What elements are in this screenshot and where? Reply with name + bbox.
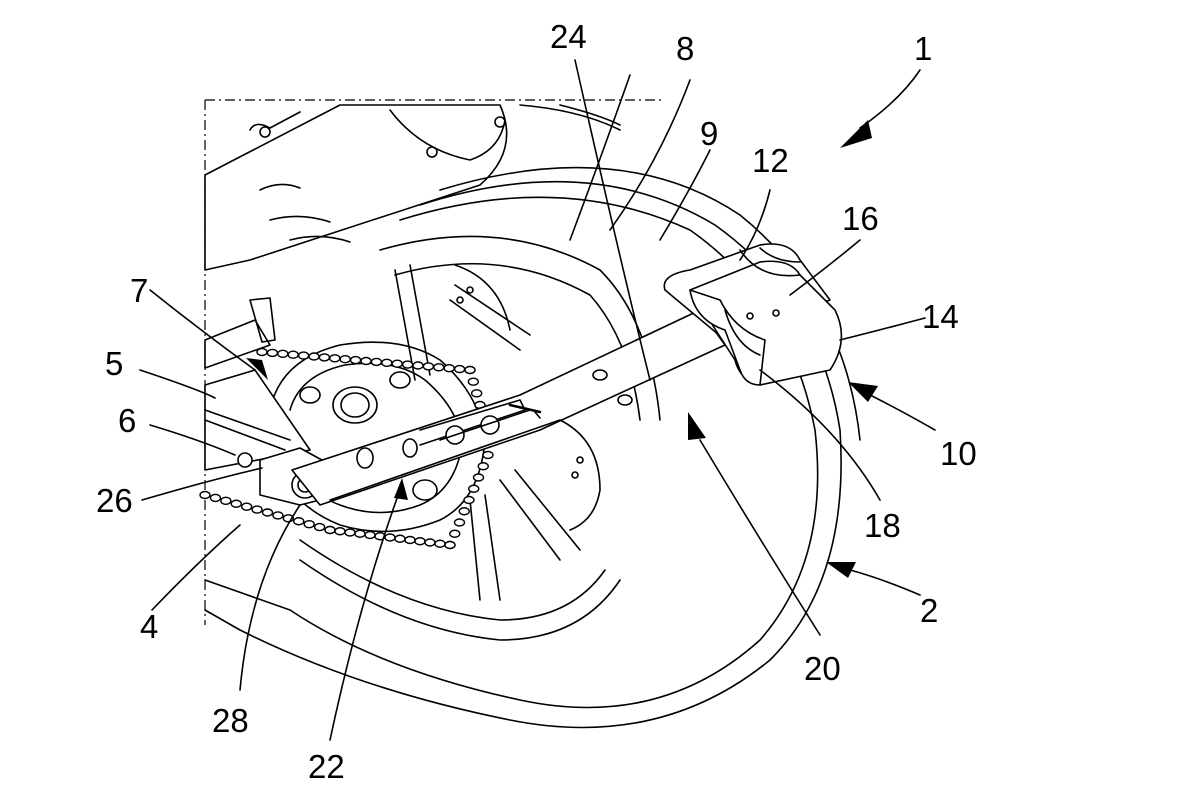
label-ref-24: 24 (550, 18, 587, 55)
chain-link (404, 535, 416, 545)
label-ref-2: 2 (920, 592, 938, 629)
chain-link (287, 350, 299, 359)
chain-link (360, 356, 372, 366)
chain-link (272, 511, 284, 520)
stand-arm (291, 309, 726, 506)
chain-link (384, 533, 396, 542)
label-ref-1: 1 (914, 30, 932, 67)
label-ref-10: 10 (940, 435, 977, 472)
label-ref-22: 22 (308, 748, 345, 785)
chain-link (354, 529, 366, 538)
chain-link (463, 495, 475, 505)
label-ref-20: 20 (804, 650, 841, 687)
chain-link (230, 499, 242, 508)
chain-link (470, 389, 483, 398)
chain-link (381, 358, 393, 367)
leader-lines (139, 59, 936, 741)
chain-link (370, 357, 383, 367)
label-ref-26: 26 (96, 482, 133, 519)
chain-link (414, 537, 426, 546)
label-ref-12: 12 (752, 142, 789, 179)
chain-link (349, 355, 362, 365)
chain-link (391, 359, 403, 368)
chain-link (324, 525, 336, 535)
chain-link (482, 450, 494, 460)
label-ref-8: 8 (676, 30, 694, 67)
chain-link (313, 522, 326, 532)
label-ref-6: 6 (118, 402, 136, 439)
chain-link (329, 354, 341, 363)
chain-link (467, 377, 480, 386)
label-ref-4: 4 (140, 608, 158, 645)
label-ref-16: 16 (842, 200, 879, 237)
chain-link (434, 539, 446, 548)
chain-link (339, 355, 351, 364)
chain-link (444, 540, 456, 550)
label-ref-9: 9 (700, 115, 718, 152)
chain-link (266, 348, 279, 358)
drive-chain (199, 347, 496, 550)
chain-link (433, 363, 445, 372)
chain-link (251, 505, 263, 514)
chain-link (422, 362, 435, 371)
chain-link (453, 518, 466, 527)
chain-link (344, 528, 356, 537)
chain-link (334, 527, 346, 536)
chain-link (401, 360, 414, 369)
label-ref-5: 5 (105, 345, 123, 382)
exhaust-muffler (204, 104, 621, 271)
swingarm (204, 297, 311, 471)
chain-link (472, 473, 485, 482)
rear-wheel (204, 166, 861, 729)
label-ref-7: 7 (130, 272, 148, 309)
chain-link (364, 530, 376, 540)
chain-link (261, 508, 274, 517)
chain-link (394, 534, 406, 543)
chain-link (240, 502, 253, 511)
reference-labels: 1 2 4 5 6 7 8 9 10 12 14 16 18 20 22 24 … (96, 18, 977, 785)
chain-link (424, 538, 436, 547)
label-ref-28: 28 (212, 702, 249, 739)
chain-link (453, 364, 466, 374)
support-foot (663, 243, 843, 386)
chain-link (449, 529, 461, 538)
chain-link (443, 364, 455, 373)
chain-link (293, 517, 305, 526)
chain-link (318, 353, 331, 362)
chain-link (303, 519, 315, 529)
chain-link (412, 361, 424, 370)
chain-link (468, 484, 480, 493)
chain-link (277, 349, 289, 358)
chain-link (464, 365, 476, 375)
chain-link (297, 351, 310, 360)
label-ref-14: 14 (922, 298, 959, 335)
chain-link (199, 490, 211, 500)
chain-link (308, 352, 320, 361)
label-ref-18: 18 (864, 507, 901, 544)
chain-link (458, 507, 470, 516)
chain-link (209, 493, 222, 503)
chain-link (220, 496, 232, 506)
chain-link (477, 462, 489, 471)
